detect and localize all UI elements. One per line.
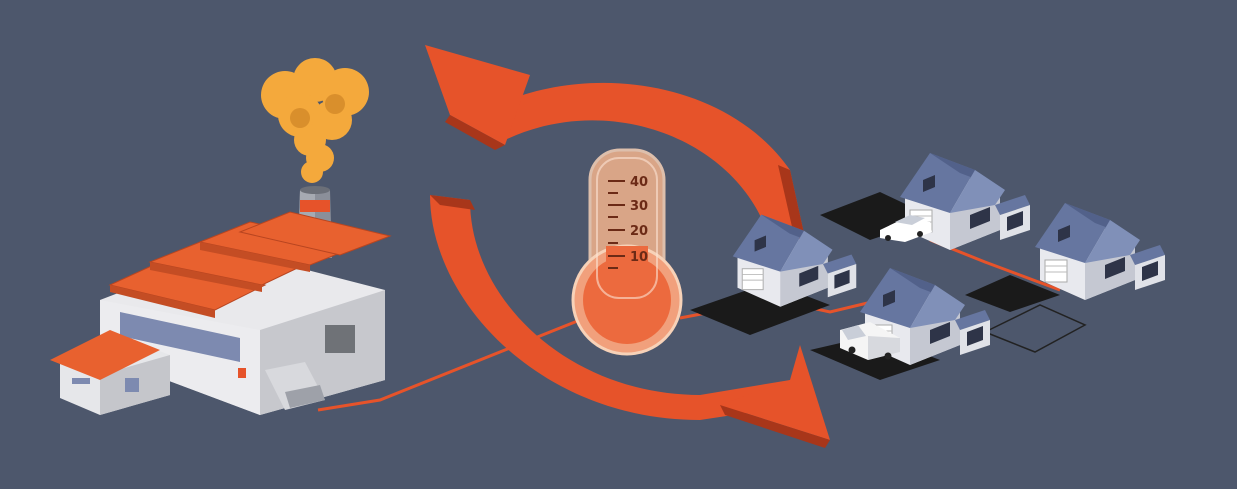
smoke-icon [261, 58, 369, 183]
house [732, 214, 857, 307]
thermometer-icon: 40 30 20 10 [571, 148, 683, 356]
tick-label-20: 20 [630, 224, 648, 239]
van-icon [840, 322, 900, 360]
tick-label-30: 30 [630, 199, 648, 214]
top-arrowhead [425, 45, 530, 145]
bottom-arrowhead [720, 345, 830, 440]
tick-label-10: 10 [630, 250, 648, 265]
house [1035, 203, 1165, 300]
top-arrow [470, 82, 812, 271]
house [900, 153, 1030, 250]
factory-icon [50, 58, 392, 415]
ground-plot-outline [983, 304, 1087, 353]
cycle-arrows-icon [425, 45, 830, 448]
thermometer-scale [608, 180, 625, 269]
car-icon [880, 215, 932, 242]
tick-label-40: 40 [630, 175, 648, 190]
house-icon [732, 153, 1165, 365]
